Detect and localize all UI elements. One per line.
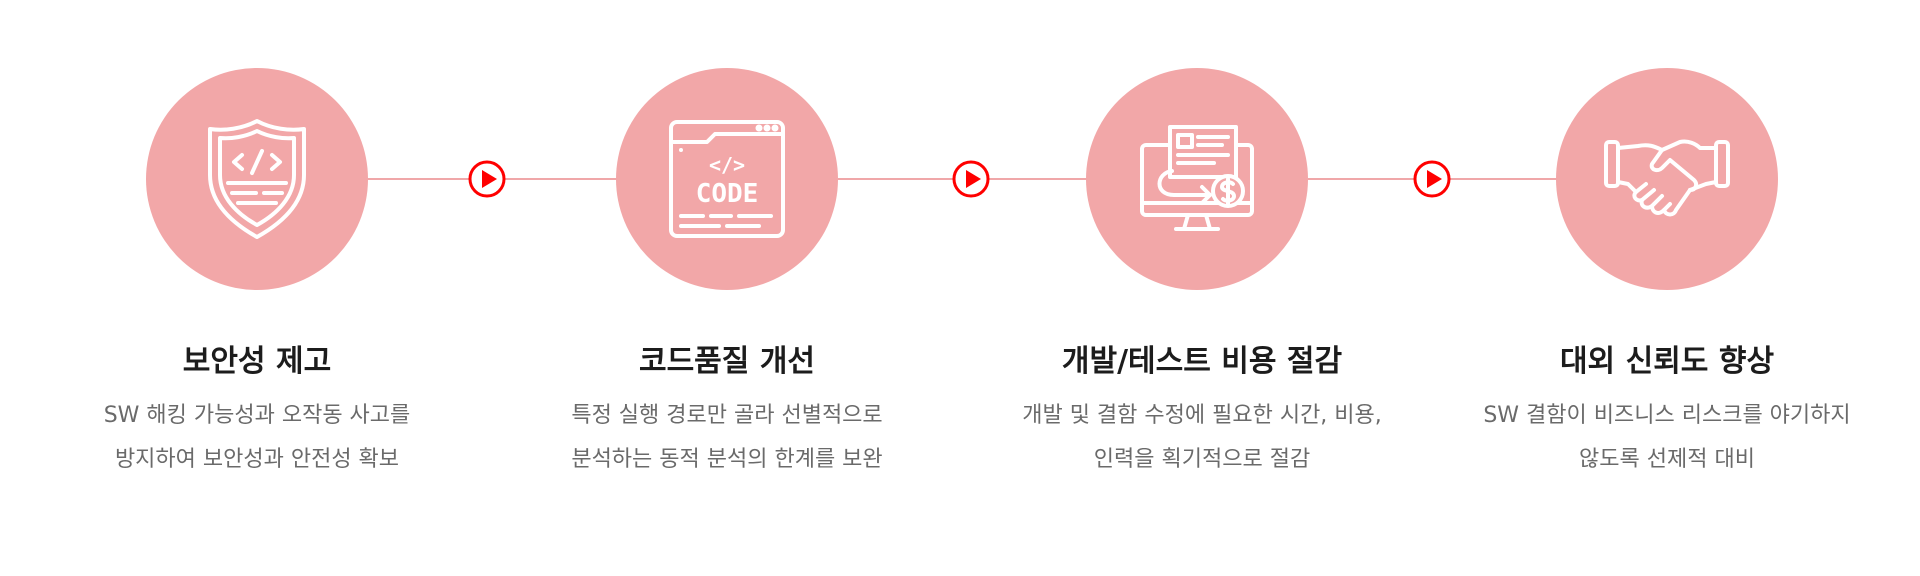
step-description-line: 않도록 선제적 대비 (1579, 447, 1755, 472)
step-title: 개발/테스트 비용 절감 (1061, 344, 1343, 379)
step-description-line: 방지하여 보안성과 안전성 확보 (114, 447, 400, 472)
code-window-icon: </> CODE (669, 120, 785, 238)
step-text-code-quality: 코드품질 개선 특정 실행 경로만 골라 선별적으로 분석하는 동적 분석의 한… (507, 340, 947, 482)
step-description-line: SW 결함이 비즈니스 리스크를 야기하지 (1483, 403, 1851, 428)
step-circle-security (146, 68, 368, 290)
play-arrow-icon (1413, 160, 1451, 198)
cost-saving-icon (1140, 125, 1254, 231)
step-circle-code-quality: </> CODE (616, 68, 838, 290)
step-title: 코드품질 개선 (638, 344, 816, 379)
step-title: 대외 신뢰도 향상 (1559, 344, 1775, 379)
play-arrow-icon (952, 160, 990, 198)
code-label-text: CODE (696, 179, 759, 209)
step-circle-trust (1556, 68, 1778, 290)
step-title: 보안성 제고 (182, 344, 332, 379)
step-description-line: SW 해킹 가능성과 오작동 사고를 (103, 403, 411, 428)
step-description-line: 특정 실행 경로만 골라 선별적으로 (571, 403, 883, 428)
play-arrow-icon (468, 160, 506, 198)
handshake-icon (1604, 139, 1730, 217)
step-circle-cost (1086, 68, 1308, 290)
step-description-line: 인력을 획기적으로 절감 (1093, 447, 1311, 472)
step-description-line: 분석하는 동적 분석의 한계를 보완 (571, 447, 883, 472)
shield-code-icon (208, 119, 306, 239)
step-text-security: 보안성 제고 SW 해킹 가능성과 오작동 사고를 방지하여 보안성과 안전성 … (37, 340, 477, 482)
code-tag-text: </> (709, 153, 745, 177)
step-text-cost: 개발/테스트 비용 절감 개발 및 결함 수정에 필요한 시간, 비용, 인력을… (982, 340, 1422, 482)
step-description-line: 개발 및 결함 수정에 필요한 시간, 비용, (1022, 403, 1382, 428)
step-text-trust: 대외 신뢰도 향상 SW 결함이 비즈니스 리스크를 야기하지 않도록 선제적 … (1447, 340, 1887, 482)
